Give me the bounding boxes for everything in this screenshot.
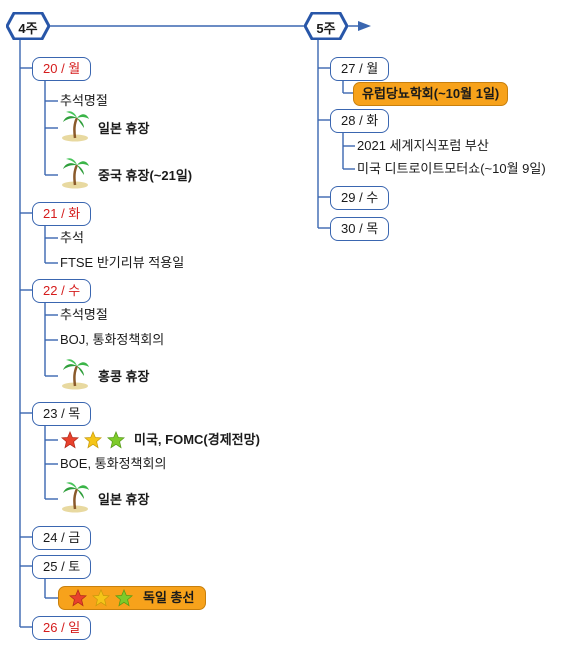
event-world-knowledge-forum: 2021 세계지식포럼 부산 [357,138,489,153]
event-ftse-review: FTSE 반기리뷰 적용일 [60,255,185,270]
day-21-node[interactable]: 21 / 화 [32,202,92,226]
palm-tree-icon [62,482,89,513]
event-detroit-motor-show: 미국 디트로이트모터쇼(~10월 9일) [357,161,546,176]
yellow-star-icon [92,589,110,607]
day-30-node[interactable]: 30 / 목 [330,217,390,241]
day-24-node[interactable]: 24 / 금 [32,526,92,550]
event-germany-election-label: 독일 총선 [143,590,195,605]
day-29-node[interactable]: 29 / 수 [330,186,390,210]
week-4-node[interactable]: 4주 [6,12,50,40]
event-easd-congress[interactable]: 유럽당뇨학회(~10월 1일) [353,82,509,106]
event-hongkong-market-closed: 홍콩 휴장 [98,369,150,384]
day-27-node[interactable]: 27 / 월 [330,57,390,81]
event-chuseok-holiday: 추석명절 [60,307,108,322]
event-germany-election[interactable]: 독일 총선 [58,586,206,610]
event-boe-meeting: BOE, 통화정책회의 [60,456,167,471]
green-star-icon [115,589,133,607]
event-chuseok-holiday: 추석명절 [60,93,108,108]
event-chuseok: 추석 [60,230,84,245]
palm-tree-icon [62,111,89,142]
event-japan-market-closed: 일본 휴장 [98,492,150,507]
axis-arrow-icon [358,21,371,31]
green-star-icon [107,431,125,449]
event-us-fomc: 미국, FOMC(경제전망) [134,432,260,447]
event-boj-meeting: BOJ, 통화정책회의 [60,332,165,347]
day-28-node[interactable]: 28 / 화 [330,109,390,133]
red-star-icon [61,431,79,449]
palm-tree-icon [62,359,89,390]
day-20-node[interactable]: 20 / 월 [32,57,92,81]
palm-tree-icon [62,158,89,189]
yellow-star-icon [84,431,102,449]
week-5-node[interactable]: 5주 [304,12,348,40]
red-star-icon [69,589,87,607]
week-5-label: 5주 [316,21,336,36]
day-25-node[interactable]: 25 / 토 [32,555,92,579]
event-japan-market-closed: 일본 휴장 [98,121,150,136]
week-4-label: 4주 [18,21,38,36]
day-26-node[interactable]: 26 / 일 [32,616,92,640]
event-china-market-closed: 중국 휴장(~21일) [98,168,193,183]
day-23-node[interactable]: 23 / 목 [32,402,92,426]
day-22-node[interactable]: 22 / 수 [32,279,92,303]
